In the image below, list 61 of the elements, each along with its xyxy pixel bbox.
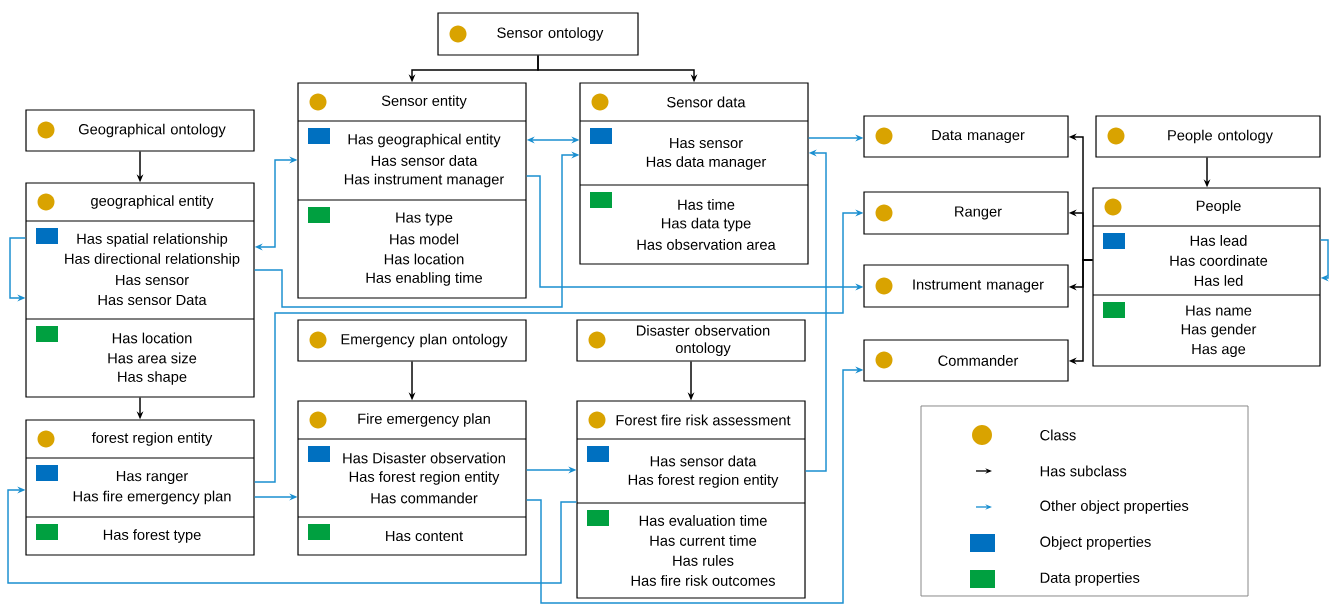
- legend-label: Class: [1040, 429, 1076, 441]
- property-text: Has type: [396, 212, 453, 226]
- property-text: Has Disaster observation: [343, 452, 505, 464]
- property-text: Has lead: [1190, 235, 1247, 246]
- class-title: Forest fire risk assessment: [616, 414, 791, 426]
- property-text: Has observation area: [637, 239, 776, 250]
- property-text: Has commander: [371, 492, 478, 504]
- property-text: Has area size: [108, 352, 197, 364]
- property-text: Has led: [1194, 275, 1243, 286]
- property-text: Has gender: [1181, 323, 1257, 338]
- property-arrow: [1319, 239, 1329, 282]
- legend-label: Has subclass: [1040, 465, 1127, 477]
- class-title: Disaster observation ontology: [636, 325, 770, 356]
- property-text: Has sensor data: [371, 155, 478, 166]
- class-title: Fire emergency plan: [358, 413, 490, 427]
- property-text: Has location: [384, 253, 464, 265]
- property-text: Has instrument manager: [344, 173, 505, 188]
- property-text: Has geographical entity: [348, 133, 501, 148]
- class-title: forest region entity: [91, 432, 213, 446]
- class-title: Ranger: [955, 206, 1002, 220]
- property-text: Has time: [678, 199, 735, 210]
- property-text: Has data manager: [646, 156, 767, 170]
- property-text: Has sensor: [670, 137, 743, 149]
- property-arrow: [7, 486, 578, 584]
- property-text: Has forest type: [103, 529, 201, 543]
- property-text: Has coordinate: [1170, 255, 1268, 266]
- class-title: Sensor ontology: [497, 27, 604, 41]
- class-title: People ontology: [1168, 129, 1273, 144]
- property-text: Has data type: [661, 217, 751, 232]
- property-text: Has enabling time: [366, 272, 482, 286]
- property-text: Has name: [1186, 305, 1252, 316]
- property-text: Has forest region entity: [628, 474, 779, 488]
- property-text: Has fire risk outcomes: [631, 575, 775, 586]
- property-text: Has content: [386, 530, 463, 542]
- class-title: People: [1196, 200, 1241, 214]
- property-text: Has spatial relationship: [77, 233, 228, 247]
- property-text: Has ranger: [116, 470, 188, 485]
- class-title: Sensor entity: [381, 95, 467, 109]
- property-text: Has model: [390, 233, 459, 245]
- class-title: Geographical ontology: [78, 123, 226, 138]
- legend-label: Object properties: [1040, 536, 1151, 550]
- property-text: Has shape: [118, 371, 187, 385]
- property-text: Has sensor: [116, 274, 189, 286]
- class-title: Emergency plan ontology: [341, 333, 508, 348]
- legend-label: Other object properties: [1040, 500, 1189, 514]
- property-text: Has evaluation time: [639, 515, 767, 526]
- class-title: Sensor data: [667, 96, 746, 108]
- property-text: Has sensor data: [650, 455, 757, 467]
- property-text: Has current time: [650, 535, 757, 546]
- property-text: Has directional relationship: [65, 253, 240, 267]
- property-text: Has forest region entity: [349, 471, 500, 485]
- class-title: Commander: [938, 355, 1019, 366]
- legend-label: Data properties: [1040, 572, 1140, 586]
- property-text: Has fire emergency plan: [73, 490, 231, 505]
- property-text: Has location: [112, 332, 192, 344]
- property-text: Has age: [1192, 343, 1246, 358]
- class-title: Data manager: [932, 129, 1025, 144]
- class-title: geographical entity: [91, 195, 214, 209]
- property-text: Has sensor Data: [98, 294, 207, 306]
- property-text: Has rules: [673, 555, 734, 566]
- class-title: Instrument manager: [913, 279, 1044, 293]
